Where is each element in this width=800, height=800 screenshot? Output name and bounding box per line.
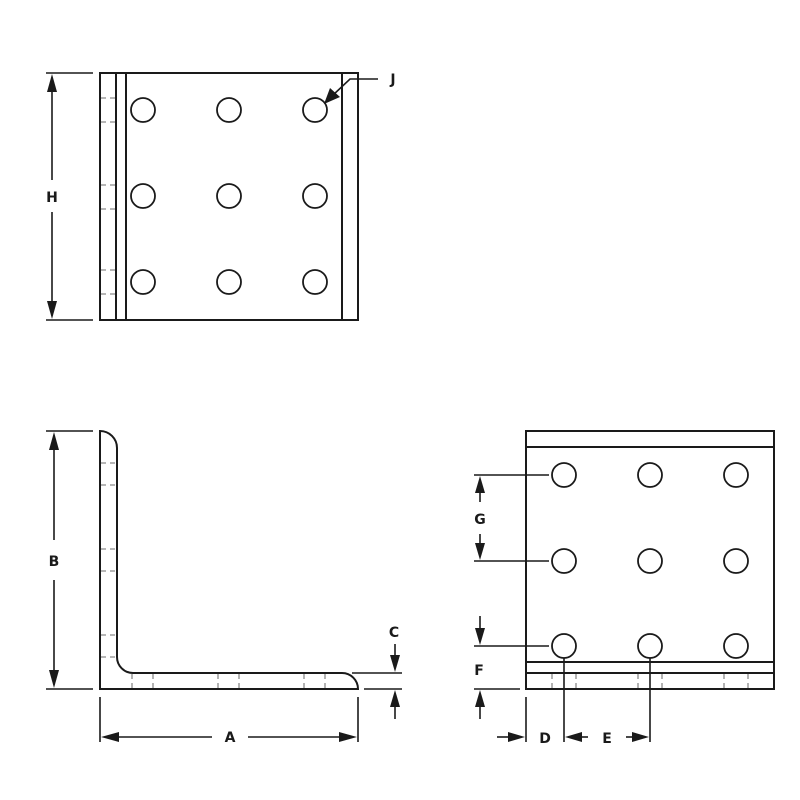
dimension-label-g: G bbox=[474, 512, 486, 528]
arrow-right-icon bbox=[508, 732, 525, 742]
dimension-b: B bbox=[46, 430, 93, 690]
arrow-down-icon bbox=[49, 670, 59, 688]
hole bbox=[130, 269, 156, 295]
arrow-right-icon bbox=[632, 732, 649, 742]
dimension-label-a: A bbox=[225, 730, 236, 746]
dimension-d: D bbox=[497, 658, 588, 747]
hole bbox=[723, 548, 749, 574]
arrow-left-icon bbox=[565, 732, 582, 742]
dimension-label-f: F bbox=[474, 663, 484, 679]
arrow-up-icon bbox=[390, 690, 400, 707]
dimension-e: E bbox=[602, 658, 651, 747]
front-view-holes bbox=[130, 97, 328, 295]
front-view-hidden-lines bbox=[101, 97, 116, 295]
dimension-c: C bbox=[352, 625, 402, 719]
hole bbox=[216, 97, 242, 123]
dimension-label-j: J bbox=[389, 72, 395, 88]
dimension-label-b: B bbox=[49, 554, 60, 570]
hole bbox=[637, 548, 663, 574]
hole bbox=[302, 183, 328, 209]
dimension-label-d: D bbox=[539, 731, 551, 747]
hole bbox=[130, 97, 156, 123]
hole bbox=[551, 633, 577, 659]
arrow-down-icon bbox=[390, 655, 400, 672]
hole bbox=[551, 462, 577, 488]
dimension-h: H bbox=[46, 72, 93, 321]
arrow-left-icon bbox=[101, 732, 119, 742]
hole bbox=[637, 633, 663, 659]
leader-arrow-icon bbox=[324, 88, 340, 104]
hole bbox=[551, 548, 577, 574]
hole bbox=[216, 183, 242, 209]
top-view-holes bbox=[551, 462, 749, 659]
hole bbox=[723, 462, 749, 488]
arrow-down-icon bbox=[475, 543, 485, 560]
dimension-label-h: H bbox=[46, 190, 58, 206]
arrow-up-icon bbox=[475, 690, 485, 707]
arrow-up-icon bbox=[475, 476, 485, 493]
dimension-f: F bbox=[474, 616, 549, 719]
arrow-up-icon bbox=[47, 74, 57, 92]
hole bbox=[723, 633, 749, 659]
arrow-down-icon bbox=[47, 301, 57, 319]
side-profile-view: B A C bbox=[46, 429, 402, 746]
dimension-label-c: C bbox=[389, 625, 399, 641]
hole bbox=[637, 462, 663, 488]
dimension-a: A bbox=[99, 697, 359, 746]
front-view: H J bbox=[46, 72, 396, 321]
arrow-right-icon bbox=[339, 732, 357, 742]
dimension-label-e: E bbox=[602, 731, 612, 747]
dimension-g: G bbox=[474, 474, 549, 562]
top-view-hidden-lines bbox=[551, 674, 749, 688]
dimension-j: J bbox=[324, 72, 396, 104]
front-view-outline bbox=[99, 72, 359, 321]
hole bbox=[302, 97, 328, 123]
hole bbox=[130, 183, 156, 209]
hole bbox=[302, 269, 328, 295]
profile-hidden-lines bbox=[101, 462, 326, 688]
arrow-down-icon bbox=[475, 628, 485, 645]
l-profile-outline bbox=[99, 429, 360, 690]
hole bbox=[216, 269, 242, 295]
top-view: G F D E bbox=[474, 430, 775, 747]
arrow-up-icon bbox=[49, 432, 59, 450]
